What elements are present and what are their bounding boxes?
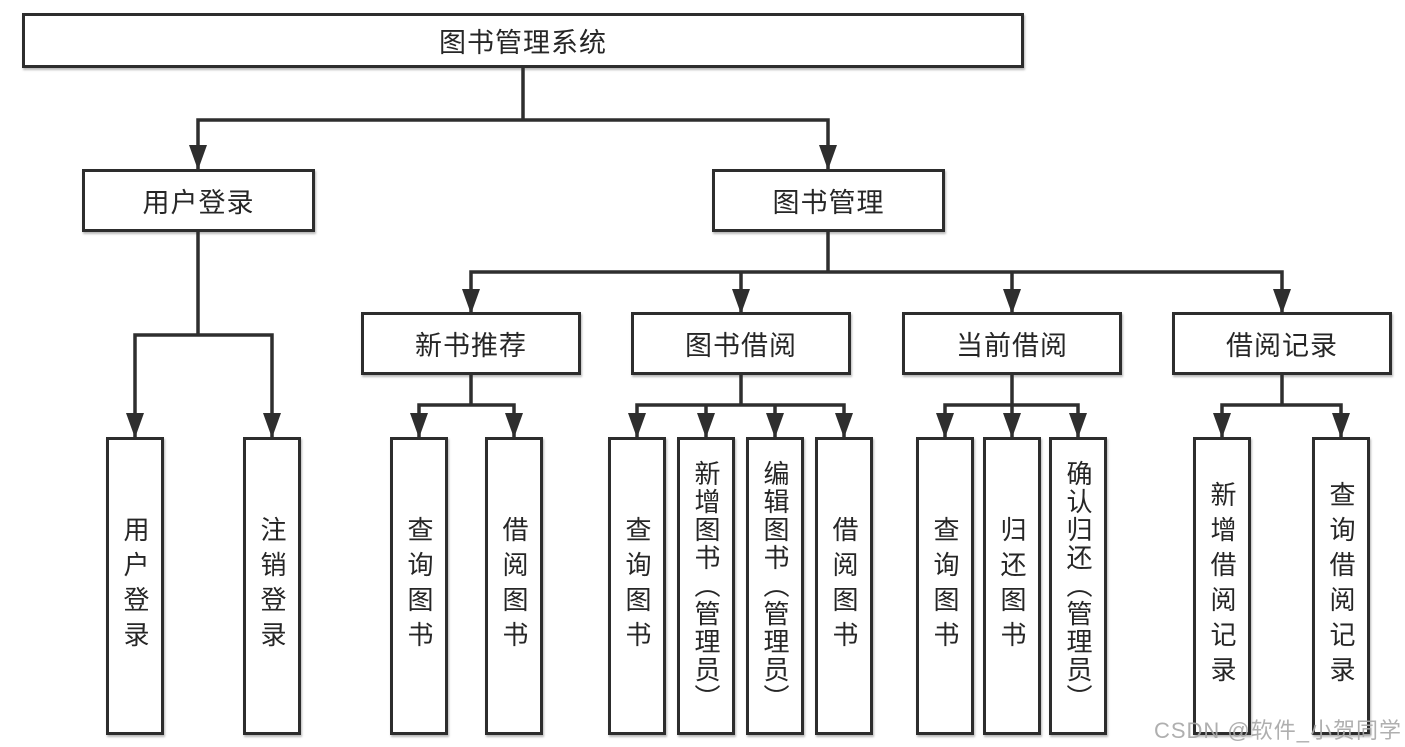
node-book-mgmt: 图书管理 [712,169,945,232]
node-label: 图书管理系统 [439,28,607,58]
node-label: 当前借阅 [956,331,1068,361]
arrowhead [505,413,523,438]
leaf-user-login: 用户登录 [106,437,164,735]
leaf-label: 归还图书 [997,516,1027,656]
arrowhead [462,289,480,314]
leaf-borrow-books-rec: 借阅图书 [485,437,543,735]
wires-book-mgmt [462,232,1291,314]
leaf-label: 查询借阅记录 [1326,481,1356,691]
arrowhead [189,145,207,170]
arrowhead [819,145,837,170]
leaf-return-books: 归还图书 [983,437,1041,735]
leaf-add-borrow-record: 新增借阅记录 [1193,437,1251,735]
leaf-query-books-current: 查询图书 [916,437,974,735]
arrowhead [1213,413,1231,438]
node-book-mgmt-system: 图书管理系统 [22,13,1024,68]
node-new-book-rec: 新书推荐 [361,312,581,375]
leaf-query-books-borrow: 查询图书 [608,437,666,735]
wires-new-book-rec [410,375,523,438]
arrowhead [263,413,281,438]
leaf-label: 借阅图书 [829,516,859,656]
leaf-logout: 注销登录 [243,437,301,735]
wires-user-login [126,232,281,438]
leaf-label: 新增图书（管理员） [691,460,721,712]
wires-root-to-level2 [189,68,837,170]
leaf-label: 注销登录 [257,516,287,656]
arrowhead [1069,413,1087,438]
leaf-label: 确认归还（管理员） [1063,460,1093,712]
node-label: 借阅记录 [1226,331,1338,361]
leaf-query-books-rec: 查询图书 [390,437,448,735]
arrowhead [1003,289,1021,314]
arrowhead [732,289,750,314]
node-borrow-records: 借阅记录 [1172,312,1392,375]
leaf-label: 查询图书 [622,516,652,656]
leaf-borrow-books: 借阅图书 [815,437,873,735]
leaf-label: 编辑图书（管理员） [760,460,790,712]
csdn-watermark: CSDN @软件_小贺同学 [1153,718,1402,743]
arrowhead [1332,413,1350,438]
leaf-label: 查询图书 [930,516,960,656]
arrowhead [1003,413,1021,438]
arrowhead [1273,289,1291,314]
leaf-label: 借阅图书 [499,516,529,656]
arrowhead [628,413,646,438]
leaf-label: 新增借阅记录 [1207,481,1237,691]
arrowhead [697,413,715,438]
node-label: 新书推荐 [415,331,527,361]
node-current-borrow: 当前借阅 [902,312,1122,375]
leaf-confirm-return-admin: 确认归还（管理员） [1049,437,1107,735]
arrowhead [410,413,428,438]
node-label: 图书借阅 [685,331,797,361]
arrowhead [936,413,954,438]
node-book-borrow: 图书借阅 [631,312,851,375]
wires-current-borrow [936,375,1087,438]
node-label: 图书管理 [772,188,885,218]
leaf-query-borrow-record: 查询借阅记录 [1312,437,1370,735]
arrowhead [766,413,784,438]
leaf-edit-books-admin: 编辑图书（管理员） [746,437,804,735]
arrowhead [126,413,144,438]
arrowhead [835,413,853,438]
wires-borrow-records [1213,375,1350,438]
leaf-label: 查询图书 [404,516,434,656]
node-label: 用户登录 [142,188,255,218]
wires-book-borrow [628,375,853,438]
leaf-add-books-admin: 新增图书（管理员） [677,437,735,735]
leaf-label: 用户登录 [120,516,150,656]
node-user-login: 用户登录 [82,169,315,232]
